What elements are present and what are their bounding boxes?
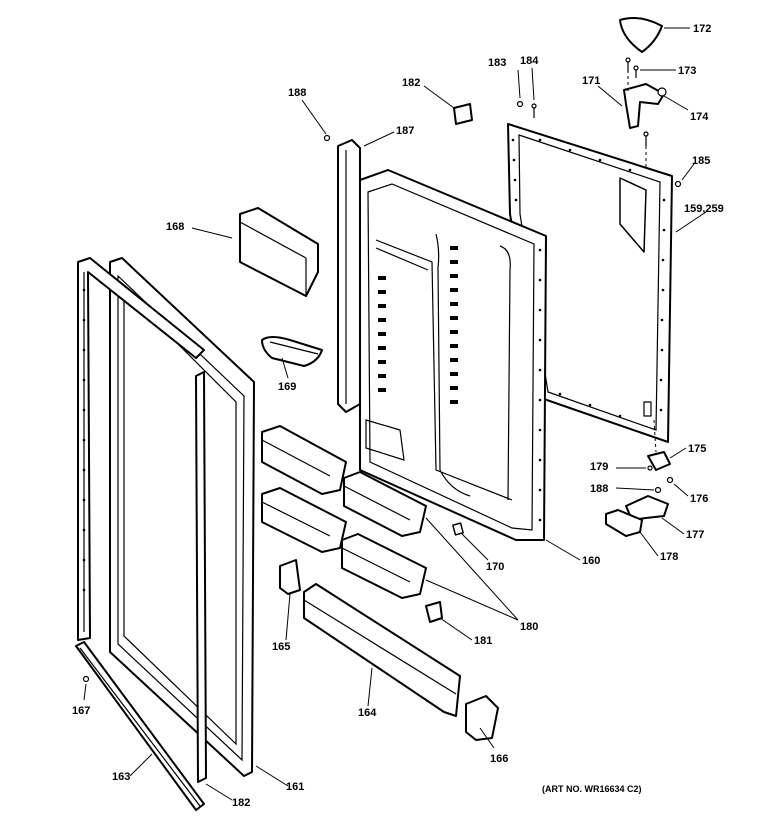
callout-labels: 172 173 174 171 183 184 182 188 187 185 … bbox=[72, 23, 724, 809]
callout-173: 173 bbox=[678, 65, 696, 77]
clip-181 bbox=[425, 601, 443, 623]
callout-177: 177 bbox=[686, 529, 704, 541]
callout-175: 175 bbox=[688, 443, 706, 455]
bottom-hinge-175 bbox=[647, 451, 671, 471]
callout-165: 165 bbox=[272, 641, 290, 653]
callout-185: 185 bbox=[692, 155, 710, 167]
art-number: (ART NO. WR16634 C2) bbox=[542, 784, 642, 794]
door-bin-2 bbox=[261, 487, 347, 553]
end-cap-right bbox=[465, 695, 499, 741]
callout-170: 170 bbox=[486, 561, 504, 573]
callout-168: 168 bbox=[166, 221, 184, 233]
callout-188-top: 188 bbox=[288, 87, 306, 99]
bottom-bar bbox=[303, 583, 461, 717]
callout-176: 176 bbox=[690, 493, 708, 505]
screw-bottom bbox=[82, 675, 90, 683]
screw-179 bbox=[647, 465, 653, 471]
callout-164: 164 bbox=[358, 707, 377, 719]
callout-159-259: 159,259 bbox=[684, 203, 724, 215]
callout-182-bottom: 182 bbox=[232, 797, 250, 809]
door-bin-4 bbox=[341, 533, 427, 599]
screw-top bbox=[323, 134, 331, 142]
washer-176 bbox=[666, 476, 674, 484]
callout-184: 184 bbox=[520, 55, 539, 67]
handle-cover bbox=[239, 207, 319, 297]
plug-170 bbox=[452, 522, 464, 536]
callout-167: 167 bbox=[72, 705, 90, 717]
screw-188-lower bbox=[654, 486, 662, 494]
front-door-panel bbox=[109, 257, 255, 777]
callout-161: 161 bbox=[286, 781, 304, 793]
hinge-cover bbox=[619, 17, 663, 53]
inner-door-liner bbox=[359, 169, 547, 541]
outer-door-panel bbox=[507, 123, 673, 443]
callout-174: 174 bbox=[690, 111, 709, 123]
top-hinge bbox=[623, 83, 667, 129]
screw-hinge-lower bbox=[643, 131, 649, 146]
left-trim-frame bbox=[77, 257, 205, 641]
vertical-trim-strip bbox=[337, 139, 361, 413]
callout-166: 166 bbox=[490, 753, 508, 765]
small-block-182 bbox=[453, 103, 473, 125]
callout-187: 187 bbox=[396, 125, 414, 137]
door-gasket-strip bbox=[195, 371, 207, 783]
washer-185 bbox=[674, 180, 682, 188]
callout-188-lower: 188 bbox=[590, 483, 608, 495]
callout-183: 183 bbox=[488, 57, 506, 69]
callout-171: 171 bbox=[582, 75, 600, 87]
callout-181: 181 bbox=[474, 635, 492, 647]
callout-163: 163 bbox=[112, 771, 130, 783]
callout-182-top: 182 bbox=[402, 77, 420, 89]
door-bin-3 bbox=[343, 471, 427, 537]
callout-169: 169 bbox=[278, 381, 296, 393]
leader-lines bbox=[83, 27, 707, 801]
end-cap-left bbox=[279, 559, 301, 595]
screw-183 bbox=[516, 100, 524, 108]
small-tray bbox=[261, 336, 323, 367]
callout-172: 172 bbox=[693, 23, 711, 35]
callout-180: 180 bbox=[520, 621, 538, 633]
screw-173 bbox=[625, 57, 639, 78]
callout-178: 178 bbox=[660, 551, 678, 563]
bottom-trim-bar bbox=[75, 641, 205, 811]
callout-160: 160 bbox=[582, 555, 600, 567]
screw-184 bbox=[531, 103, 537, 118]
callout-179: 179 bbox=[590, 461, 608, 473]
door-bin-1 bbox=[261, 425, 347, 495]
